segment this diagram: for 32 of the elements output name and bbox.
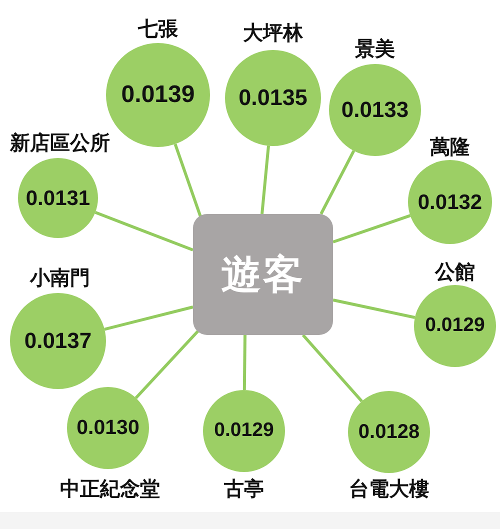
station-label: 小南門 xyxy=(30,266,90,290)
station-label: 古亭 xyxy=(224,478,264,500)
value-text: 0.0128 xyxy=(358,422,420,442)
station-label: 萬隆 xyxy=(430,136,470,158)
connector-line xyxy=(134,328,200,400)
station-label: 景美 xyxy=(355,38,395,60)
station-label: 中正紀念堂 xyxy=(60,478,160,500)
value-text: 0.0131 xyxy=(26,188,90,208)
station-label: 七張 xyxy=(138,18,178,40)
value-text: 0.0133 xyxy=(341,99,409,121)
connector-line xyxy=(332,298,416,319)
value-text: 0.0129 xyxy=(425,316,485,336)
station-label: 公館 xyxy=(435,260,475,284)
hub-box xyxy=(193,214,333,335)
connector-line xyxy=(174,144,202,218)
value-text: 0.0132 xyxy=(418,192,482,212)
value-text: 0.0139 xyxy=(121,83,195,107)
connector-line xyxy=(104,306,194,331)
value-text: 0.0129 xyxy=(214,421,274,441)
station-label: 大坪林 xyxy=(243,22,303,44)
connector-line xyxy=(242,334,246,390)
connector-line xyxy=(302,334,363,402)
connector-line xyxy=(320,150,356,215)
connector-line xyxy=(332,214,411,244)
value-text: 0.0130 xyxy=(76,418,140,438)
hub-label: 遊客 xyxy=(221,254,305,294)
connector-line xyxy=(94,211,194,252)
value-text: 0.0137 xyxy=(24,330,92,352)
value-text: 0.0135 xyxy=(238,86,308,110)
station-label: 台電大樓 xyxy=(349,478,429,500)
connector-line xyxy=(260,146,270,214)
station-label: 新店區公所 xyxy=(10,132,110,154)
